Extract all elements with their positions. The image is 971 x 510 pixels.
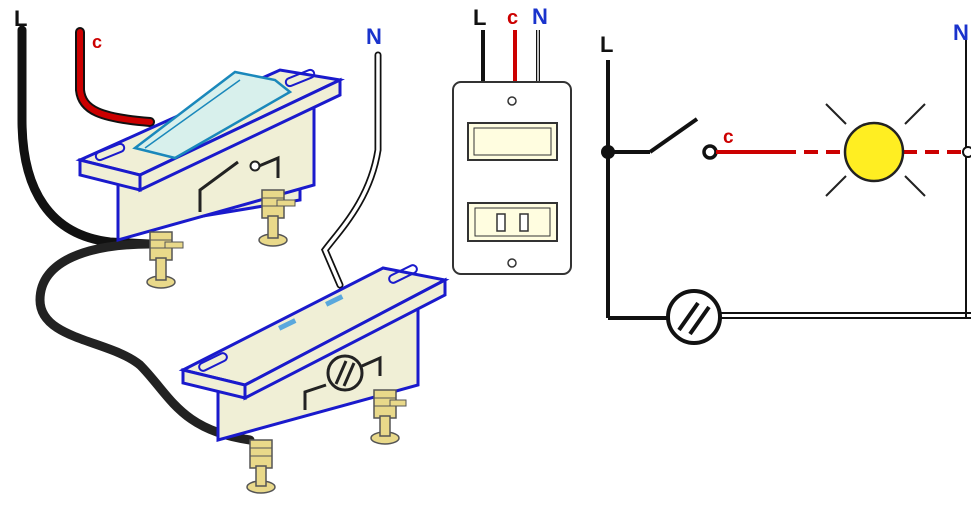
neutral-label-schematic: N (953, 20, 969, 45)
rocker-button (132, 70, 293, 160)
switch-terminal-right (258, 189, 296, 247)
wall-plate-illustration: L c N (452, 4, 572, 275)
switched-label-left: c (92, 32, 102, 52)
switched-label-schematic: c (723, 127, 734, 148)
socket-device (178, 264, 450, 494)
lamp-icon (825, 103, 926, 197)
live-label-plate: L (473, 5, 486, 30)
switched-label-plate: c (507, 7, 518, 29)
circuit-schematic: L c N (600, 20, 971, 345)
live-wire (17, 25, 155, 249)
neutral-label-left: N (366, 24, 382, 49)
live-wire-jumper (35, 239, 255, 445)
socket-terminal-left (246, 439, 276, 494)
live-label-schematic: L (600, 32, 613, 57)
switch-wiring-illustration: L c N (14, 6, 450, 494)
switch-symbol (648, 117, 699, 154)
socket-symbol (666, 289, 722, 345)
switch-device (75, 68, 345, 289)
neutral-label-plate: N (532, 4, 548, 29)
socket-terminal-right (370, 389, 407, 445)
live-label-left: L (14, 6, 27, 31)
switch-terminal-left (146, 231, 184, 289)
wall-plate (452, 81, 572, 275)
